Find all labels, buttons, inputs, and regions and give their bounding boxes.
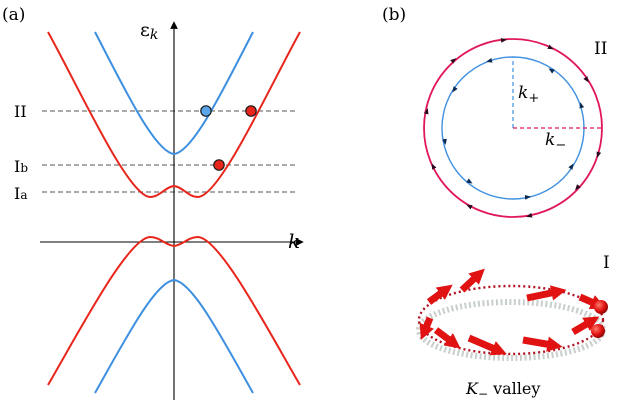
valley-dotted-ring — [417, 284, 605, 356]
red-valence-band — [47, 235, 301, 386]
spin-arrow — [578, 293, 606, 310]
blue-state-marker — [200, 105, 212, 117]
spin-arrow — [522, 336, 563, 352]
valley-label: K− valley — [465, 379, 540, 401]
k-plus-label: k+ — [518, 83, 539, 106]
spin-arrow — [426, 284, 453, 305]
k-minus-label: k− — [545, 130, 566, 153]
spin-arrow — [467, 334, 507, 356]
spin-arrow — [433, 327, 461, 349]
blue-conduction-band — [94, 31, 254, 156]
red-conduction-band — [47, 31, 301, 199]
red-state-marker-Ib — [213, 159, 225, 171]
region-II-label: II — [594, 39, 607, 59]
k-axis-label: k — [288, 229, 300, 253]
outer-pink-ring — [423, 38, 603, 218]
panel-b-label: (b) — [382, 5, 406, 25]
panel-b: (b) II — [382, 5, 610, 401]
region-I-label: I — [603, 253, 610, 273]
level-Ia-label: Ia — [14, 184, 27, 203]
spin-arrow — [459, 268, 485, 293]
panel-a: (a) II Ib Ia εk k — [2, 5, 304, 400]
spin-arrow-end-on — [594, 300, 608, 314]
spin-arrows — [419, 268, 608, 356]
spin-arrow-end-on — [591, 324, 605, 338]
level-II-label: II — [14, 102, 27, 121]
spin-arrow — [526, 285, 567, 302]
red-state-marker-II — [245, 105, 257, 117]
level-Ib-label: Ib — [14, 157, 28, 176]
spin-arrow — [419, 316, 434, 340]
energy-axis-label: εk — [140, 19, 158, 43]
spin-arrow — [571, 316, 600, 336]
blue-valence-band — [94, 278, 254, 394]
panel-a-label: (a) — [2, 5, 25, 25]
